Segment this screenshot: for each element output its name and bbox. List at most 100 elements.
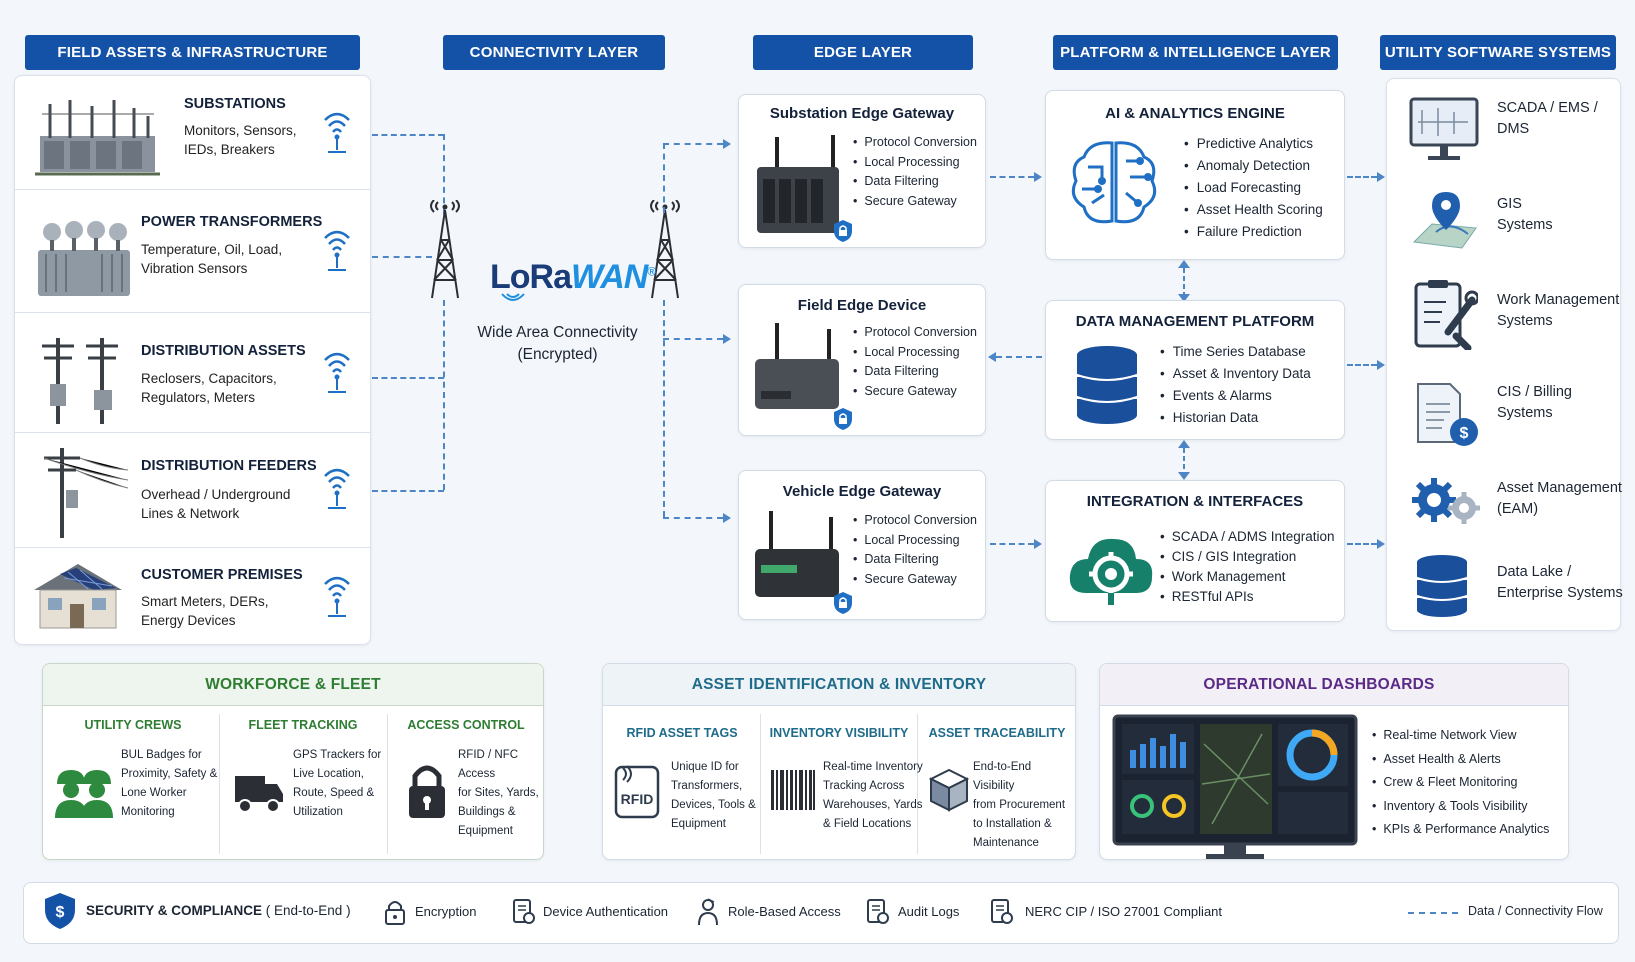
- edge-feature: Protocol Conversion: [853, 323, 977, 343]
- flow-arrow: [1377, 539, 1385, 549]
- edge-feature: Data Filtering: [853, 550, 977, 570]
- utility-systems-panel: [1386, 78, 1621, 631]
- system-label-line: CIS / Billing: [1497, 384, 1572, 400]
- platform-data-management: DATA MANAGEMENT PLATFORM Time Series Dat…: [1045, 300, 1345, 440]
- desc-line: Utilization: [293, 806, 343, 818]
- wifi-icon: [324, 352, 350, 393]
- desc-line: End-to-End Visibility: [973, 761, 1032, 792]
- distribution-assets-desc-1: Reclosers, Capacitors,: [141, 371, 277, 386]
- substation-icon: [35, 100, 160, 176]
- flow-line: [663, 143, 723, 145]
- platform-feature: Events & Alarms: [1160, 385, 1311, 407]
- customer-premises-desc-2: Energy Devices: [141, 613, 236, 628]
- lock-icon: [385, 901, 405, 925]
- radio-tower-icon: [430, 200, 460, 299]
- desc-line: Real-time Inventory: [823, 761, 923, 773]
- platform-card-title: DATA MANAGEMENT PLATFORM: [1075, 313, 1315, 330]
- dashboard-feature: KPIs & Performance Analytics: [1372, 818, 1549, 842]
- system-label-line: Enterprise Systems: [1497, 585, 1623, 601]
- edge-card-substation: Substation Edge Gateway Protocol Convers…: [738, 94, 986, 248]
- power-line-icon: [43, 448, 129, 538]
- header-field-assets: FIELD ASSETS & INFRASTRUCTURE: [25, 35, 360, 70]
- flow-line: [372, 377, 444, 379]
- platform-feature: Asset & Inventory Data: [1160, 363, 1311, 385]
- transformers-desc-1: Temperature, Oil, Load,: [141, 242, 283, 257]
- system-label-line: Systems: [1497, 313, 1553, 329]
- edge-feature: Secure Gateway: [853, 570, 977, 590]
- platform-ai-analytics: AI & ANALYTICS ENGINE Predictive Analyti…: [1045, 90, 1345, 260]
- rfid-tag-icon: RFID: [614, 765, 660, 819]
- system-label-line: SCADA / EMS /: [1497, 100, 1598, 116]
- bidirectional-arrow: [1178, 260, 1190, 302]
- flow-line: [663, 143, 665, 213]
- desc-line: Buildings &: [458, 806, 516, 818]
- lorawan-signal-icon: [501, 293, 525, 301]
- desc-line: Equipment: [671, 818, 726, 830]
- flow-line: [372, 256, 432, 258]
- substations-desc-2: IEDs, Breakers: [184, 142, 275, 157]
- header-platform: PLATFORM & INTELLIGENCE LAYER: [1053, 35, 1338, 70]
- database-icon: [1076, 346, 1138, 424]
- edge-feature: Protocol Conversion: [853, 133, 977, 153]
- dashboard-feature: Asset Health & Alerts: [1372, 748, 1549, 772]
- desc-line: & Field Locations: [823, 818, 912, 830]
- substations-title: SUBSTATIONS: [184, 96, 286, 112]
- transformer-icon: [38, 221, 130, 296]
- footer-device-auth: Device Authentication: [543, 904, 669, 919]
- system-label-line: Work Management: [1497, 292, 1620, 308]
- invoice-dollar-icon: $: [1417, 383, 1478, 446]
- desc-line: Devices, Tools &: [671, 799, 756, 811]
- data-management-features: Time Series Database Asset & Inventory D…: [1160, 341, 1311, 429]
- dashboard-monitor-icon: [1112, 714, 1358, 859]
- flow-line: [1347, 176, 1377, 178]
- flow-arrow: [723, 334, 731, 344]
- wifi-icon: [324, 230, 350, 271]
- desc-line: Lone Worker: [121, 787, 187, 799]
- flow-arrow: [1377, 172, 1385, 182]
- system-label-line: (EAM): [1497, 501, 1539, 517]
- platform-feature: RESTful APIs: [1160, 587, 1335, 607]
- workforce-fleet-panel: WORKFORCE & FLEET UTILITY CREWS BUL Badg…: [42, 663, 544, 860]
- flow-line: [1347, 364, 1377, 366]
- wifi-icon: [324, 112, 350, 153]
- edge-card-features: Protocol Conversion Local Processing Dat…: [853, 323, 977, 401]
- desc-line: for Sites, Yards,: [458, 787, 539, 799]
- asset-traceability-title: ASSET TRACEABILITY: [928, 726, 1066, 740]
- platform-feature: Historian Data: [1160, 407, 1311, 429]
- map-pin-icon: [1412, 192, 1477, 249]
- field-asset-distribution: [15, 313, 370, 433]
- platform-integration: INTEGRATION & INTERFACES SCADA / ADMS In…: [1045, 480, 1345, 622]
- platform-feature: Load Forecasting: [1184, 177, 1323, 199]
- distribution-assets-title: DISTRIBUTION ASSETS: [141, 343, 306, 359]
- rfid-tag-text: RFID: [621, 791, 654, 807]
- crew-workers-icon: [55, 770, 113, 818]
- asset-identification-panel: ASSET IDENTIFICATION & INVENTORY RFID AS…: [602, 663, 1076, 860]
- lorawan-logo-mark: ®: [647, 264, 656, 279]
- edge-card-features: Protocol Conversion Local Processing Dat…: [853, 133, 977, 211]
- clipboard-wrench-icon: [1414, 280, 1478, 350]
- access-control-title: ACCESS CONTROL: [407, 718, 525, 732]
- inventory-visibility-title: INVENTORY VISIBILITY: [769, 726, 909, 740]
- desc-line: Proximity, Safety &: [121, 768, 218, 780]
- edge-card-vehicle: Vehicle Edge Gateway Protocol Conversion…: [738, 470, 986, 620]
- lock-shield-icon: [834, 408, 852, 430]
- flow-arrow: [988, 352, 996, 362]
- desc-line: Route, Speed &: [293, 787, 375, 799]
- transformers-title: POWER TRANSFORMERS: [141, 214, 323, 230]
- audit-log-icon: [867, 899, 889, 924]
- compliance-doc-icon: [991, 899, 1013, 924]
- operational-dashboards-panel: OPERATIONAL DASHBOARDS Real-time Network…: [1099, 663, 1569, 860]
- feeders-desc-1: Overhead / Underground: [141, 487, 291, 502]
- header-edge: EDGE LAYER: [753, 35, 973, 70]
- gateway-device-icon: [757, 135, 839, 233]
- footer-role-access: Role-Based Access: [728, 904, 841, 919]
- lorawan-logo: LoRaWAN®: [490, 258, 656, 297]
- role-access-icon: [698, 898, 718, 926]
- transformers-desc-2: Vibration Sensors: [141, 261, 248, 276]
- platform-feature: CIS / GIS Integration: [1160, 547, 1335, 567]
